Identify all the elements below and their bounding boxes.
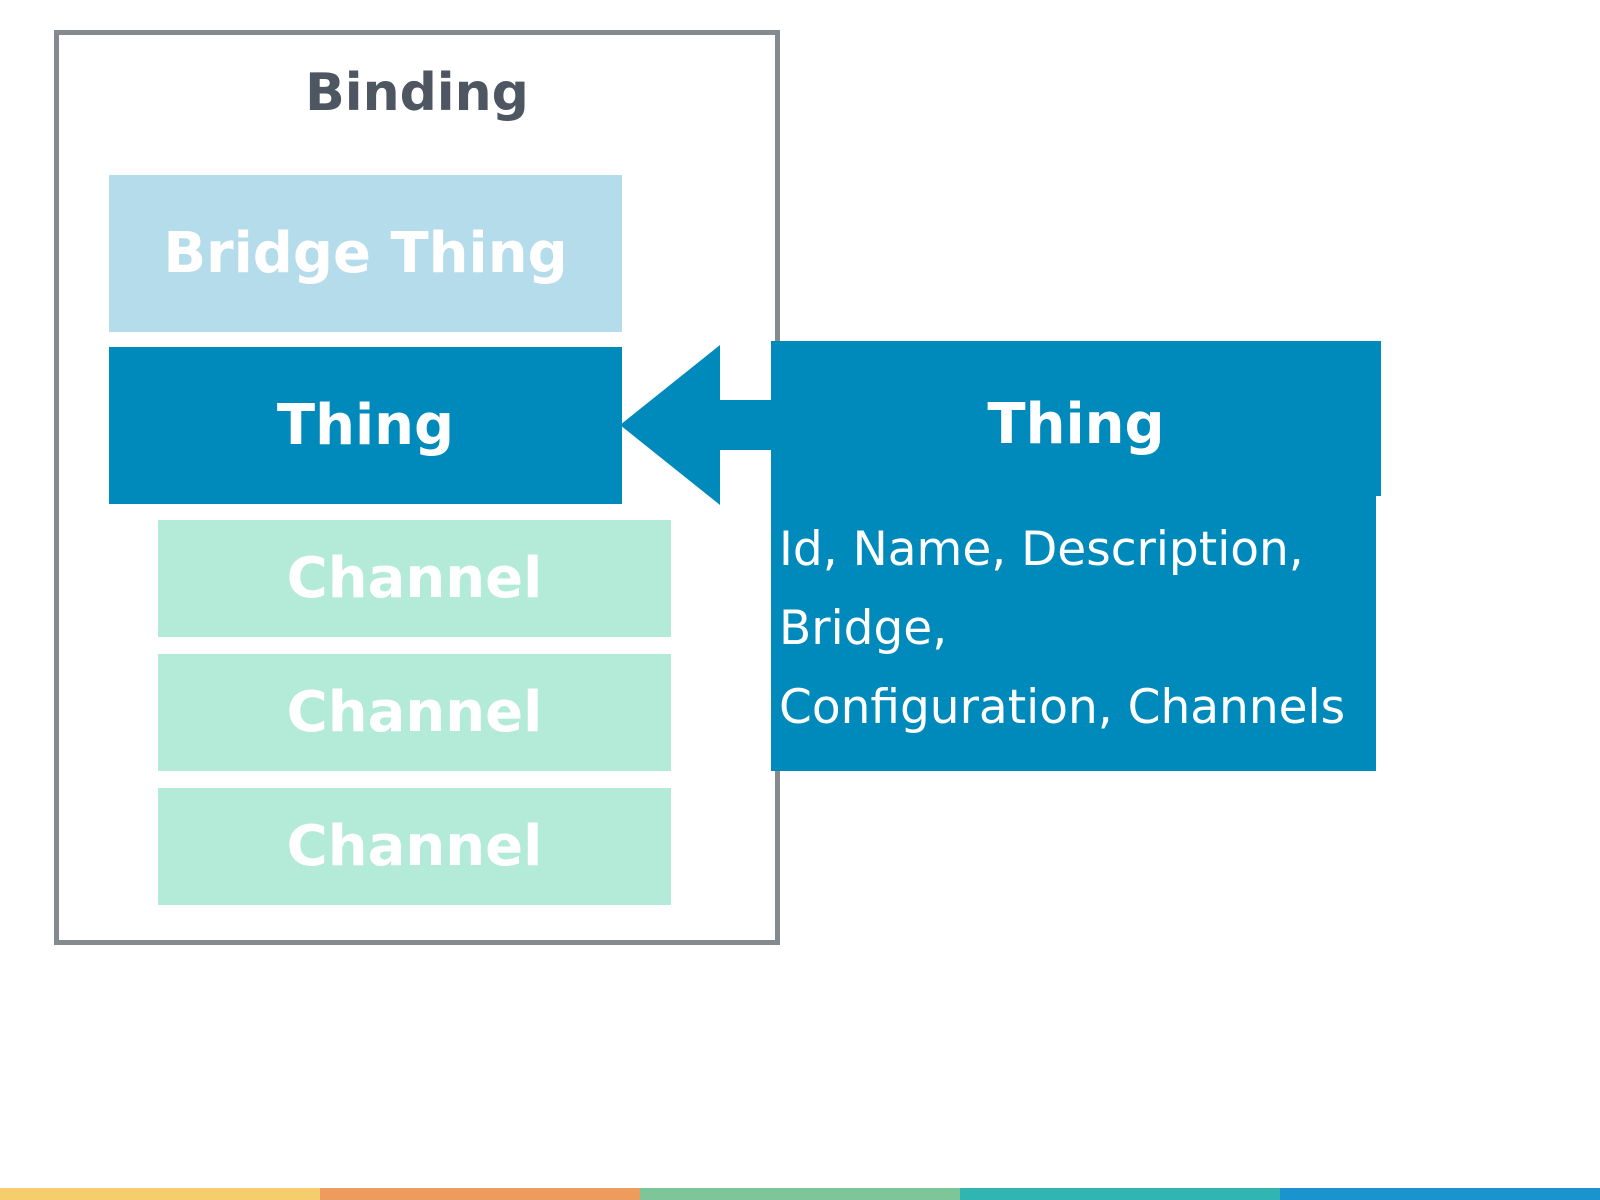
thing-detail-box: [771, 341, 1381, 771]
color-bar-segment: [960, 1188, 1280, 1200]
thing-label: Thing: [276, 393, 455, 458]
binding-title: Binding: [305, 63, 529, 123]
color-bar-segment: [640, 1188, 960, 1200]
detail-box-divider: [1376, 496, 1382, 772]
thing-property-line: Bridge,: [779, 601, 948, 656]
channel-block: Channel: [158, 654, 671, 771]
bridge-thing-label: Bridge Thing: [163, 221, 568, 286]
channel-label: Channel: [286, 680, 543, 745]
thing-property-line: Configuration, Channels: [779, 680, 1346, 735]
color-bar-segment: [1280, 1188, 1600, 1200]
footer-color-bar: [0, 1188, 1600, 1200]
left-arrow-icon: [620, 345, 780, 505]
thing-property-line: Id, Name, Description,: [779, 522, 1304, 577]
channel-block: Channel: [158, 788, 671, 905]
color-bar-segment: [0, 1188, 320, 1200]
thing-block: Thing: [109, 347, 622, 504]
channel-block: Channel: [158, 520, 671, 637]
channel-label: Channel: [286, 546, 543, 611]
thing-detail-title: Thing: [987, 392, 1165, 457]
color-bar-segment: [320, 1188, 640, 1200]
thing-detail-properties: Id, Name, Description, Bridge, Configura…: [779, 510, 1369, 747]
bridge-thing-block: Bridge Thing: [109, 175, 622, 332]
channel-label: Channel: [286, 814, 543, 879]
